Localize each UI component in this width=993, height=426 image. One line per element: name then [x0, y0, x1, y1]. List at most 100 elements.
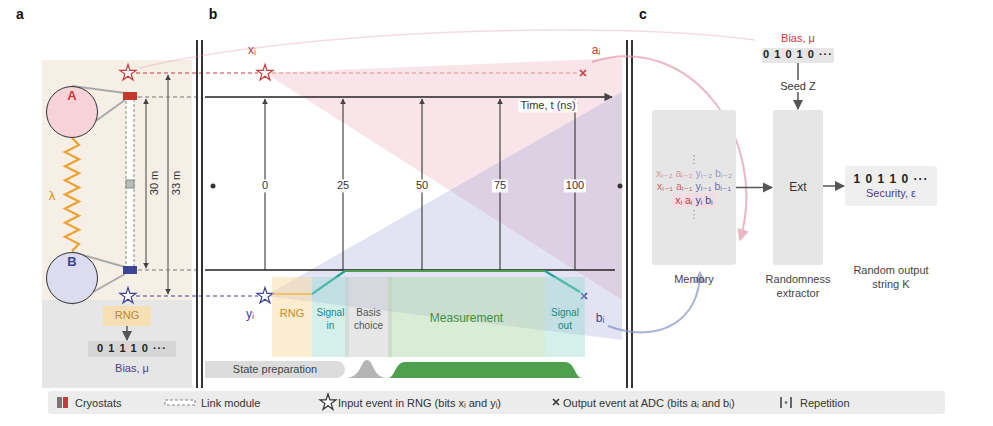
art-rect [126, 180, 134, 188]
art-path [580, 70, 586, 76]
memory: ⋮ xᵢ₋₂ aᵢ₋₂ yᵢ₋₂ bᵢ₋₂xᵢ₋₁ aᵢ₋₁ yᵢ₋₁ bᵢ₋₁x… [652, 110, 736, 287]
node-text: Security, ε [866, 187, 916, 201]
state-preparation-band: State preparation [205, 361, 345, 378]
basis-choice-phase-shape: Basis choice [345, 277, 392, 357]
node-title: 0 1 1 1 0 ··· [97, 342, 167, 356]
art-path [345, 360, 388, 378]
flow-arrow [126, 326, 128, 340]
art-line [196, 40, 198, 388]
node-text: xᵢ₋₂ aᵢ₋₂ yᵢ₋₂ bᵢ₋₂ [656, 167, 732, 180]
memory-bit: aᵢ₋₁ [676, 180, 693, 192]
measurement-phase-shape: Measurement [388, 277, 545, 357]
node-title: Signal in [312, 307, 349, 332]
memory-bit: xᵢ₋₂ [656, 167, 673, 179]
legend-text: Output event at ADC (bits aᵢ and bᵢ) [563, 397, 735, 409]
tick-label: 100 [564, 179, 586, 192]
signal-in-phase: Signal in [312, 277, 349, 357]
tick-label: 25 [335, 179, 351, 192]
edge-label: λ [47, 187, 58, 202]
node-title: Bias, μ [781, 32, 815, 46]
memory-bit: yᵢ [695, 194, 702, 206]
panel-letter: b [209, 6, 218, 23]
randomness-extractor-shape: Ext [773, 110, 823, 265]
node-text: Random output string K [842, 264, 940, 292]
art-path [140, 30, 755, 68]
tick-label: 75 [492, 179, 508, 192]
rng-phase: RNG [272, 277, 312, 357]
panel-letter: a [16, 6, 24, 23]
edge-label: Seed Z [778, 80, 817, 92]
art-line [146, 99, 147, 268]
bias-seed: Bias, μ 0 1 0 1 0 ··· [758, 32, 838, 63]
rng-phase-shape: RNG [272, 277, 312, 357]
node-title: Basis choice [345, 307, 392, 332]
signal-out-phase-shape: Signal out [545, 277, 585, 357]
node-text: Randomness extractor [748, 273, 848, 301]
art-line [138, 97, 196, 98]
cryostat-a: A [46, 86, 98, 138]
legend-text: Link module [201, 397, 260, 409]
node-title: State preparation [233, 363, 317, 377]
node-text: 0 1 0 1 0 ··· [763, 48, 833, 62]
node-title: RNG [280, 307, 304, 321]
tick-label: 50 [414, 179, 430, 192]
art-rect [48, 391, 945, 414]
art-circle [785, 401, 788, 404]
dimension-label: 30 m [148, 171, 161, 195]
art-circle [618, 184, 623, 189]
basis-choice-phase: Basis choice [345, 277, 392, 357]
measurement-phase: Measurement [388, 277, 545, 357]
node-title: Signal out [545, 307, 585, 332]
art-line [205, 269, 615, 270]
legend-text: Cryostats [75, 397, 121, 409]
event-star [257, 288, 273, 303]
art-rect [57, 397, 62, 408]
signal-in-phase-shape: Signal in [312, 277, 349, 357]
state-preparation-band-shape: State preparation [205, 361, 345, 378]
node-title: RNG [115, 309, 139, 323]
random-output-shape: 1 0 1 1 0 ···Security, ε [845, 166, 937, 206]
art-path [388, 362, 582, 378]
node-title: Measurement [430, 311, 503, 326]
art-path [345, 270, 545, 272]
randomness-extractor: ExtRandomness extractor [748, 110, 848, 301]
tick-label: 0 [260, 179, 270, 192]
rng-box-shape: RNG [103, 306, 151, 326]
memory-bit: bᵢ [705, 194, 713, 206]
node-text: xᵢ aᵢ yᵢ bᵢ [672, 193, 716, 208]
event-star [257, 65, 273, 80]
link-coil [65, 138, 79, 251]
art-rect [42, 300, 192, 388]
art-rect [780, 397, 782, 408]
event-star [120, 288, 136, 303]
node-text: ⋮ [689, 208, 700, 222]
legend-text: Input event in RNG (bits xᵢ and yᵢ) [338, 397, 501, 409]
art-rect [63, 397, 68, 408]
rng-box: RNG [103, 306, 151, 326]
cryostat-b-shape: B [46, 252, 98, 304]
memory-shape: ⋮ xᵢ₋₂ aᵢ₋₂ yᵢ₋₂ bᵢ₋₂xᵢ₋₁ aᵢ₋₁ yᵢ₋₁ bᵢ₋₁x… [652, 110, 736, 265]
node-title: A [67, 88, 76, 104]
node-text: Memory [674, 273, 714, 287]
memory-bit: bᵢ₋₁ [714, 180, 731, 192]
art-line [631, 40, 633, 388]
node-title: Ext [789, 180, 806, 195]
art-rect [165, 400, 195, 405]
flow-arrow [736, 187, 772, 189]
art-circle [211, 184, 216, 189]
bit-label: aᵢ [592, 43, 601, 57]
art-line [201, 40, 203, 388]
flow-arrow [823, 185, 844, 187]
art-line [205, 96, 612, 97]
memory-bit: yᵢ₋₂ [695, 167, 712, 179]
art-rect [126, 97, 134, 270]
cryostat-a-shape: A [46, 86, 98, 138]
memory-bit: aᵢ [685, 194, 693, 206]
memory-bit: xᵢ [675, 194, 682, 206]
node-text: xᵢ₋₁ aᵢ₋₁ yᵢ₋₁ bᵢ₋₁ [657, 180, 731, 193]
event-star [320, 394, 336, 409]
